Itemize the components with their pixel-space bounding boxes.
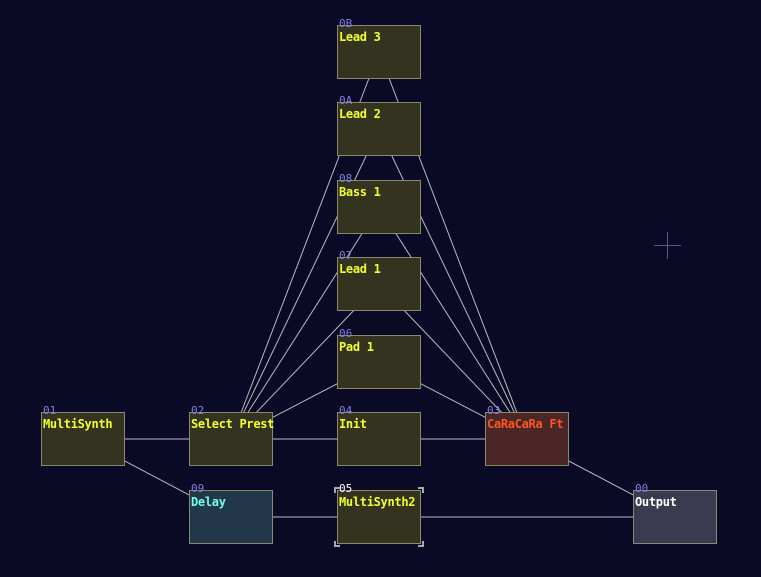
module-delay[interactable]: 09 Delay [189, 483, 273, 544]
module-number: 09 [191, 482, 205, 495]
module-number: 00 [635, 482, 649, 495]
module-number: 0B [339, 17, 353, 30]
module-number: 06 [339, 327, 353, 340]
module-number: 07 [339, 249, 353, 262]
module-multisynth[interactable]: 01 MultiSynth [41, 405, 125, 466]
crosshair-cursor-icon [654, 232, 681, 259]
module-name: CaRaCaRa Ft [487, 417, 564, 431]
module-init[interactable]: 04 Init [337, 405, 421, 466]
module-number: 01 [43, 404, 57, 417]
module-filter[interactable]: 03 CaRaCaRa Ft [485, 405, 569, 466]
wire-n02-n08 [230, 206, 380, 440]
selection-corner [334, 541, 340, 547]
module-lead-3[interactable]: 0B Lead 3 [337, 18, 421, 79]
module-multisynth2[interactable]: 05 MultiSynth2 [337, 483, 421, 544]
module-name: Pad 1 [339, 340, 374, 354]
module-number: 08 [339, 172, 353, 185]
module-lead-1[interactable]: 07 Lead 1 [337, 250, 421, 311]
module-number: 02 [191, 404, 205, 417]
module-name: Delay [191, 495, 226, 509]
module-number: 03 [487, 404, 501, 417]
module-name: Lead 2 [339, 107, 381, 121]
module-bass-1[interactable]: 08 Bass 1 [337, 173, 421, 234]
module-name: Bass 1 [339, 185, 381, 199]
selection-corner [418, 541, 424, 547]
module-name: Init [339, 417, 367, 431]
module-name: MultiSynth2 [339, 495, 416, 509]
module-number: 04 [339, 404, 353, 417]
selection-corner [418, 487, 424, 493]
selection-corner [334, 487, 340, 493]
module-name: Lead 1 [339, 262, 381, 276]
module-pad-1[interactable]: 06 Pad 1 [337, 328, 421, 389]
module-lead-2[interactable]: 0A Lead 2 [337, 95, 421, 156]
module-number: 0A [339, 94, 353, 107]
module-output[interactable]: 00 Output [633, 483, 717, 544]
module-name: Select Prest [191, 417, 275, 431]
module-name: Lead 3 [339, 30, 381, 44]
module-number: 05 [339, 482, 353, 495]
module-select-preset[interactable]: 02 Select Prest [189, 405, 275, 466]
module-name: MultiSynth [43, 417, 113, 431]
module-name: Output [635, 495, 677, 509]
wire-n08-n03 [378, 206, 528, 440]
